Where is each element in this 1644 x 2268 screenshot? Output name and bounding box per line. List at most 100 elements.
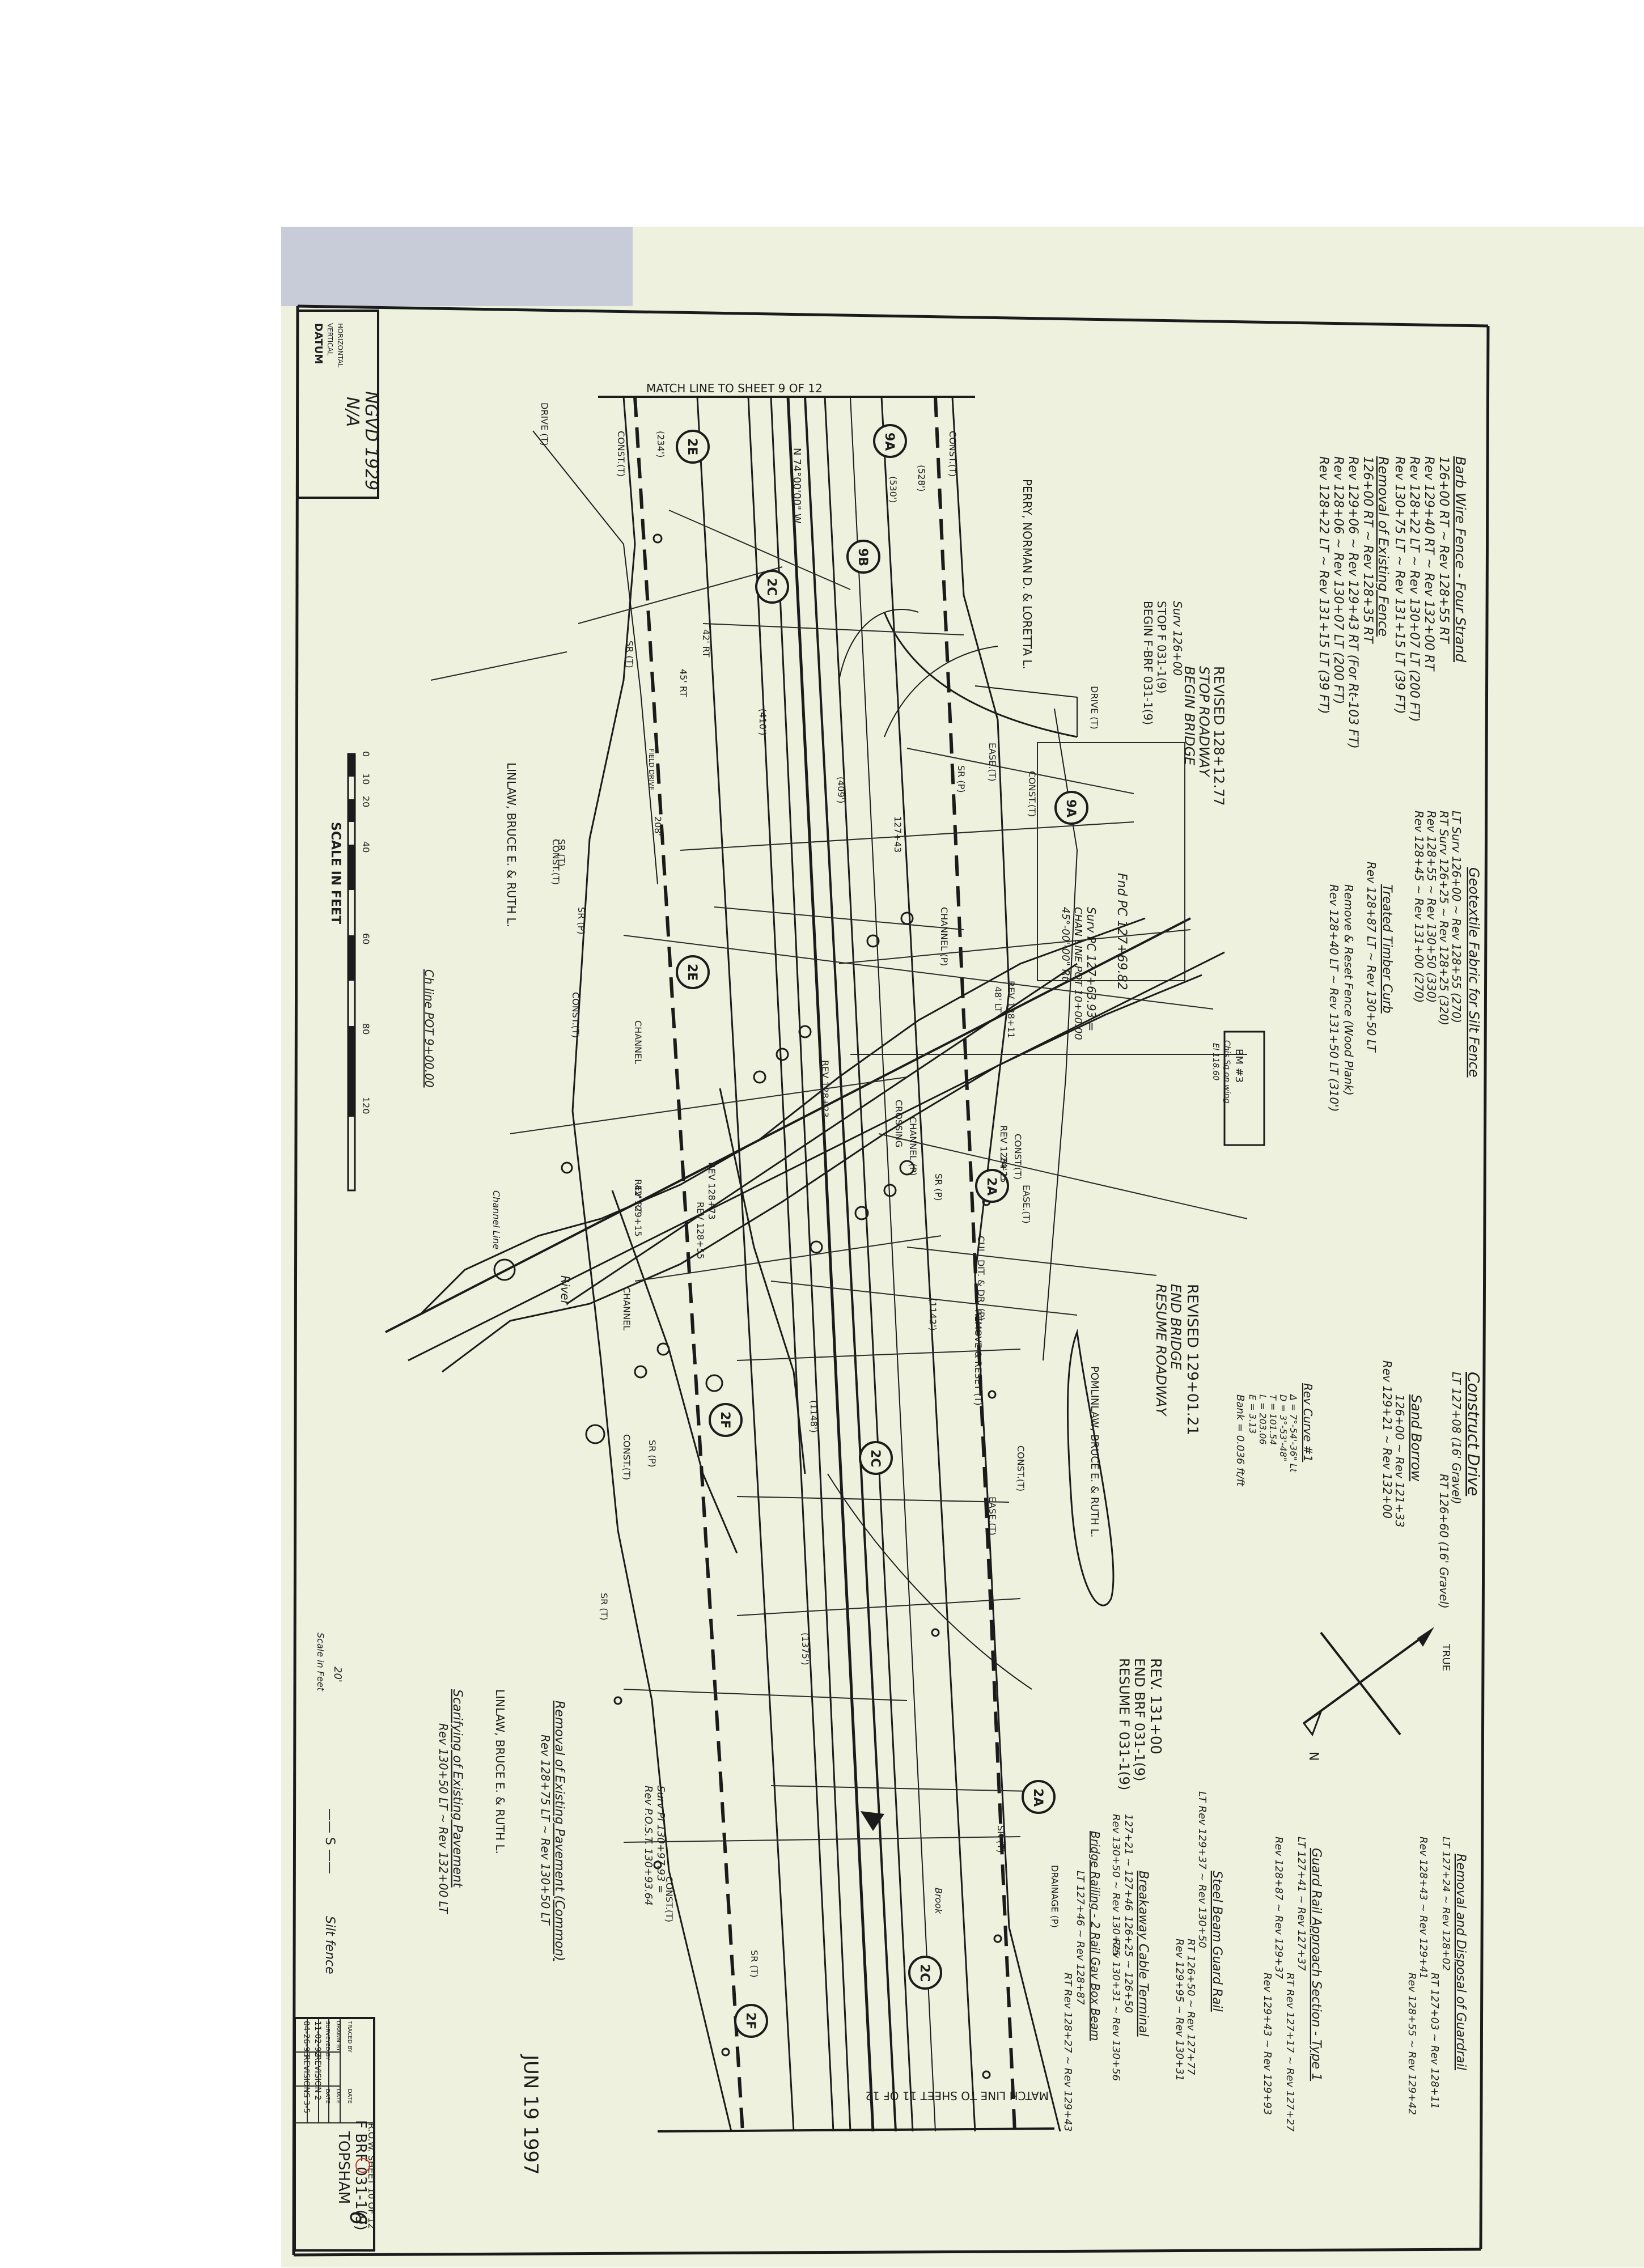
- callout-circle: 2C: [755, 570, 789, 604]
- roadway-linework: [385, 396, 1265, 2132]
- town-name: TOPSHAM: [335, 2131, 352, 2204]
- note-line: Rev 130+50 ~ Rev 130+75: [1110, 1814, 1122, 1956]
- note-line: L = 203.06: [1257, 1394, 1268, 1444]
- callout-circle: 2F: [709, 1403, 743, 1437]
- note-line: LT 127+24 ~ Rev 128+02: [1440, 1837, 1452, 1971]
- callout-circle: 9A: [1054, 791, 1088, 825]
- note-line: LT Rev 129+37 ~ Rev 130+50: [1196, 1791, 1208, 1948]
- note-line: 126+00 ~ Rev 121+33: [1393, 1394, 1406, 1528]
- note-heading: Treated Timber Curb: [1380, 884, 1394, 1014]
- revision-text: REVISIONS 3-5: [302, 2055, 311, 2113]
- station-note: Chis Sq on wing: [1222, 1040, 1231, 1104]
- callout-circle: 2F: [734, 2004, 768, 2038]
- plan-label: 48' LT: [993, 986, 1003, 1013]
- plan-label: SR (P): [956, 765, 967, 793]
- callout-circle: 9A: [873, 424, 907, 458]
- svg-text:2C: 2C: [764, 578, 778, 596]
- plan-label: River: [558, 1275, 572, 1306]
- datum-horizontal-label: HORIZONTAL: [336, 323, 344, 368]
- plan-label: (1375'): [800, 1633, 811, 1665]
- scale-tick-80: 80: [361, 1023, 371, 1035]
- note-line: Rev 128+06 ~ Rev 130+07 LT (200 FT): [1331, 456, 1345, 704]
- note-line: Rev 128+43 ~ Rev 129+41: [1417, 1837, 1429, 1979]
- plan-label: (409'): [836, 777, 846, 803]
- note-line: E = 3.13: [1247, 1394, 1258, 1434]
- plan-label: REV 128+23: [820, 1060, 831, 1118]
- callout-circle: 2C: [908, 1956, 942, 1990]
- plan-label: 42' RT: [633, 1185, 643, 1213]
- note-line: Rev 129+43 ~ Rev 129+93: [1261, 1973, 1273, 2115]
- svg-text:9B: 9B: [855, 548, 870, 566]
- callout-circle: 2E: [676, 955, 710, 989]
- scale-label: SCALE IN FEET: [328, 822, 342, 924]
- station-notes: Surv 126+00 STOP F 031-1(9) BEGIN F-BRF …: [422, 601, 1245, 1906]
- plan-label: EASE.(T): [987, 1497, 998, 1536]
- plan-label: (234'): [655, 431, 666, 457]
- datum-vertical-label: VERTICAL: [326, 323, 334, 356]
- svg-text:2E: 2E: [685, 438, 699, 455]
- note-heading: Steel Beam Guard Rail: [1210, 1871, 1224, 2012]
- plan-label: 24' LT: [998, 1156, 1009, 1183]
- station-note: BEGIN BRIDGE: [1181, 666, 1197, 766]
- scale-bar: 0 10 20 40 60 80 120 SCALE IN FEET: [328, 751, 371, 1192]
- revision-text: REVISION 2: [313, 2055, 322, 2100]
- plan-label: 127+43: [892, 816, 903, 853]
- note-line: RT 127+03 ~ Rev 128+11: [1429, 1973, 1440, 2109]
- note-line: RT Surv 126+25 ~ Rev 128+25 (320): [1437, 811, 1451, 1025]
- plan-label: 45' RT: [678, 669, 689, 697]
- plan-label: EASE.(T): [1021, 1185, 1032, 1224]
- plan-labels: DRIVE (T) DRIVE (T) CONST.(T) CONST.(T) …: [491, 402, 1100, 1978]
- callout-circle: 2E: [676, 430, 710, 464]
- note-line: Rev 128+22 LT ~ Rev 131+15 LT (39 FT): [1316, 456, 1331, 714]
- plan-label: EASE.(T): [987, 743, 998, 782]
- note-line: Rev 129+06 ~ Rev 129+43 RT (For Rt-103 F…: [1346, 456, 1360, 749]
- scale-tick-0: 0: [361, 751, 371, 757]
- plan-label: CONST.(T): [621, 1434, 632, 1480]
- note-heading: Scarifying of Existing Pavement: [450, 1689, 464, 1888]
- note-line: Rev 128+87 LT ~ Rev 130+50 LT: [1365, 862, 1378, 1053]
- svg-text:2F: 2F: [743, 2012, 757, 2029]
- plan-label: (530'): [888, 476, 899, 503]
- callout-circles: 2E 9A 9B 2C 9A 2E 2A 2F 2C 2A 2C 2F: [676, 424, 1088, 2038]
- true-north-label: TRUE: [1440, 1643, 1452, 1671]
- plan-label: 208': [652, 816, 663, 836]
- station-note: RESUME F 031-1(9): [1116, 1658, 1132, 1790]
- owner-name: LINLAW, BRUCE E. & RUTH L.: [505, 762, 518, 927]
- station-note: El 118.60: [1211, 1043, 1220, 1080]
- plan-label: REV 128+73: [706, 1162, 717, 1220]
- note-line: LT 127+08 (16' Gravel): [1450, 1372, 1463, 1504]
- revision-date: 11-02-92: [313, 2021, 322, 2057]
- plan-label: CUL. DIT. & DR. (P): [976, 1236, 986, 1321]
- note-heading: Bridge Railing - 2 Rail Gav Box Beam: [1088, 1831, 1102, 2041]
- note-line: Rev 128+40 LT ~ Rev 131+50 LT (310'): [1327, 884, 1341, 1112]
- plan-label: REV 129+15: [633, 1179, 643, 1237]
- station-note: END BRF 031-1(9): [1132, 1658, 1147, 1782]
- plan-label: SR (T): [599, 1593, 609, 1621]
- handwritten-sheet-mark: 6: [345, 2211, 371, 2225]
- silt-fence-label: Silt fence: [323, 1916, 337, 1974]
- note-line: LT 127+46 ~ Rev 128+87: [1074, 1871, 1086, 2005]
- note-line: T = 101.54: [1268, 1394, 1278, 1445]
- owner-name: POMLINLAW, BRUCE E. & RUTH L.: [1088, 1366, 1100, 1537]
- notes-right-column: Construct Drive LT 127+08 (16' Gravel) R…: [437, 1360, 1483, 2132]
- title-block: 04-26-93 REVISIONS 3-5 11-02-92 REVISION…: [294, 2017, 377, 2252]
- note-line: RT Rev 128+27 ~ Rev 129+43: [1062, 1973, 1074, 2131]
- match-line-top: MATCH LINE TO SHEET 9 OF 12: [646, 381, 823, 395]
- note-heading: Removal of Existing Fence: [1375, 456, 1391, 637]
- drawing-frame: [292, 304, 1490, 2257]
- note-heading: Rev Curve #1: [1301, 1383, 1315, 1462]
- scale-note-label: Scale in Feet: [315, 1633, 326, 1692]
- note-line: LT 127+41 ~ Rev 127+37: [1295, 1837, 1307, 1971]
- station-note: Ch line POT 9+00.00: [422, 969, 436, 1088]
- title-field: DRAWN BY: [335, 2021, 341, 2051]
- owner-name: LINLAW, BRUCE E. & RUTH L.: [493, 1689, 507, 1854]
- station-note: CHAN LINE POT 10+00.00: [1072, 907, 1084, 1040]
- note-line: LT Surv 126+00 ~ Rev 128+55 (270): [1450, 811, 1463, 1023]
- plan-label: (528'): [916, 465, 927, 491]
- datum-horizontal: N/A: [342, 397, 362, 427]
- svg-text:2C: 2C: [868, 1449, 882, 1467]
- note-line: D = 3°-53'-48": [1278, 1394, 1289, 1461]
- plan-label: CONST.(T): [1027, 771, 1037, 817]
- scale-tick-10: 10: [361, 773, 371, 785]
- svg-text:9A: 9A: [1063, 799, 1078, 817]
